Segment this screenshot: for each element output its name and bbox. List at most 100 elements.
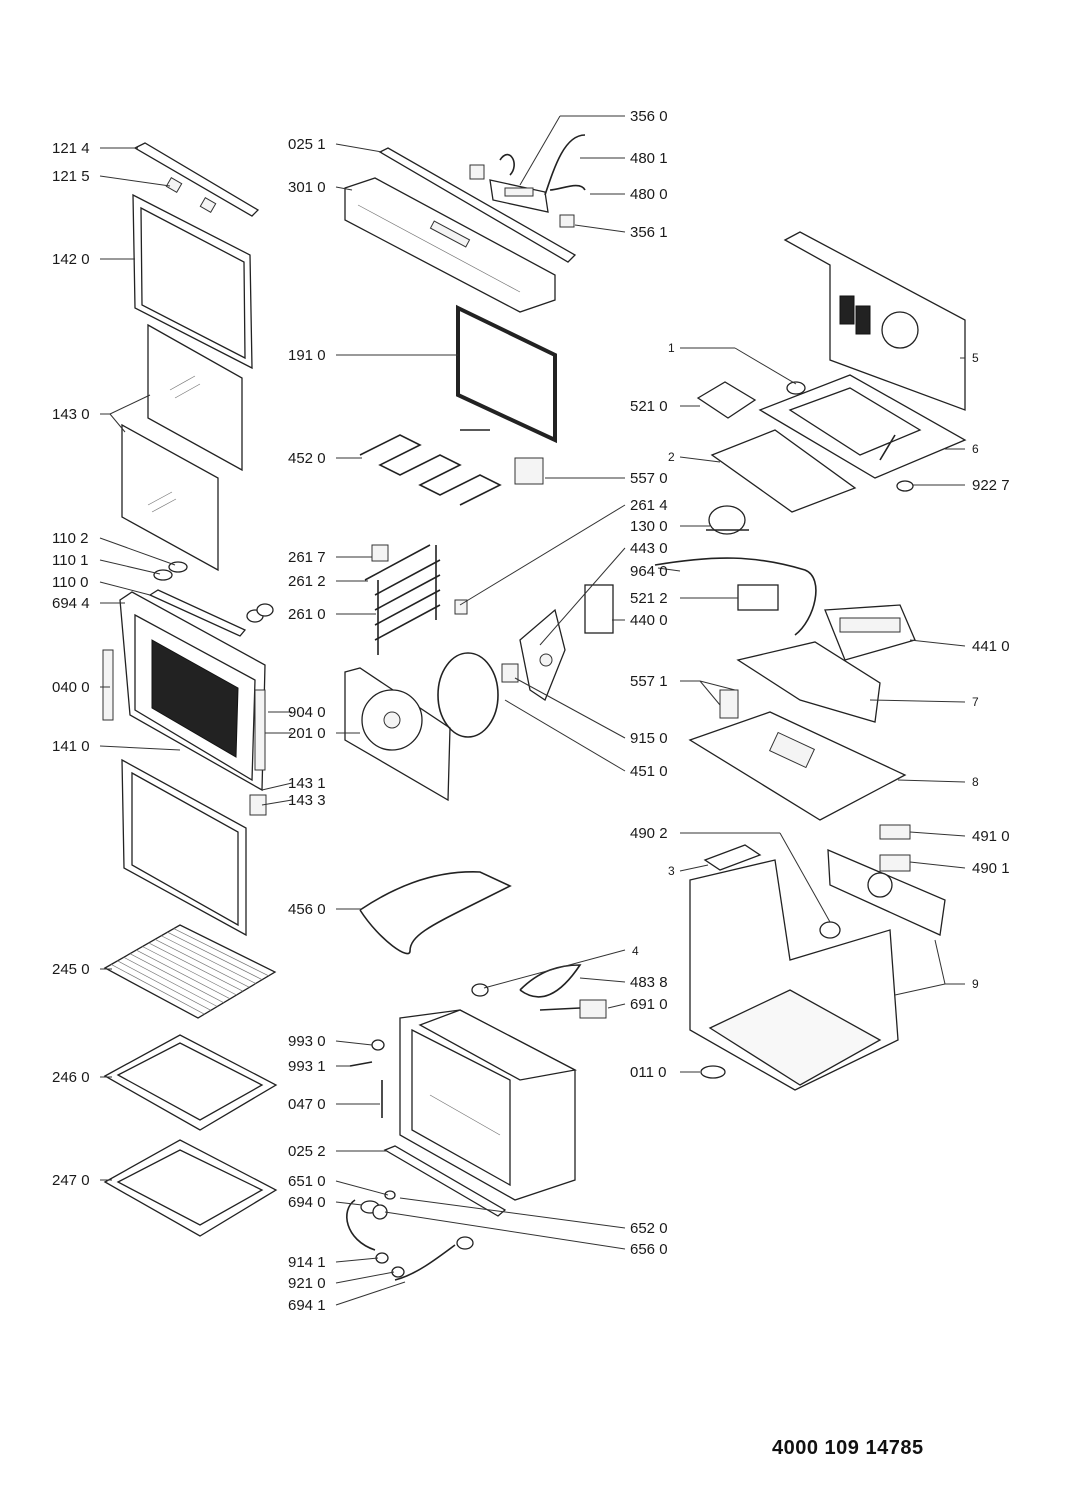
baking-tray [103,1034,278,1131]
shelf-wire [167,931,263,980]
small-part-1 [786,381,806,395]
foot-0110 [700,1065,726,1079]
shelf-wire [136,949,231,1000]
callout-4510: 451 0 [630,763,668,780]
callout-5212: 521 2 [630,590,668,607]
control-panel [344,177,556,313]
callout-1214: 121 4 [52,140,90,157]
callout-9227: 922 7 [972,477,1010,494]
callout-3561: 356 1 [630,224,668,241]
callout-4: 4 [632,944,639,958]
wire-shelf [103,924,277,1019]
callout-0251: 025 1 [288,136,326,153]
callout-1430: 143 0 [52,406,90,423]
callout-5571: 557 1 [630,673,668,690]
inner-glass-panel [121,423,219,572]
callout-0470: 047 0 [288,1096,326,1113]
callout-2460: 246 0 [52,1069,90,1086]
callout-5210: 521 0 [630,398,668,415]
callout-4800: 480 0 [630,186,668,203]
shelf-wire [142,946,237,996]
cavity-seal [383,1145,507,1217]
callout-4910: 491 0 [972,828,1010,845]
shelf-wire [173,928,269,977]
callout-2614: 261 4 [630,497,668,514]
callout-5570: 557 0 [630,470,668,487]
drip-pan [103,1139,278,1237]
base-plate [710,429,857,513]
fan-motor [706,505,749,535]
control-panel-trim [378,147,577,263]
callout-1420: 142 0 [52,251,90,268]
door-spacers [153,561,274,623]
callout-9141: 914 1 [288,1254,326,1271]
callout-1300: 130 0 [630,518,668,535]
callout-2450: 245 0 [52,961,90,978]
lower-element [359,871,512,955]
callout-6944: 694 4 [52,595,90,612]
callout-2010: 201 0 [288,725,326,742]
middle-glass-panel [147,323,243,472]
shelf-wire [123,956,218,1007]
fan-assembly [519,584,614,701]
callout-1102: 110 2 [52,530,88,547]
shelf-wire [161,935,256,984]
callout-6941: 694 1 [288,1297,326,1314]
callout-1: 1 [668,341,675,355]
callout-4410: 441 0 [972,638,1010,655]
callout-4902: 490 2 [630,825,668,842]
shelf-wire [154,939,250,988]
rear-panel [344,667,451,802]
callout-1100: 110 0 [52,574,88,591]
callout-6560: 656 0 [630,1241,668,1258]
fitting-6910 [539,999,607,1019]
callout-6940: 694 0 [288,1194,326,1211]
leader-lines [99,115,966,1306]
callout-5: 5 [972,351,979,365]
callout-7: 7 [972,695,979,709]
callout-1101: 110 1 [52,552,88,569]
top-cover-plate [688,711,907,821]
top-plate [758,374,967,479]
cable-4838 [471,964,582,998]
callout-2612: 261 2 [288,573,326,590]
outer-casing [689,848,946,1091]
inner-door-panel [121,758,247,937]
callout-6520: 652 0 [630,1220,668,1237]
door-top-trim [133,142,260,217]
part-3 [703,844,762,871]
callout-3010: 301 0 [288,179,326,196]
tangential-fan [654,557,817,636]
grill-element [359,429,502,506]
bracket-5571 [719,689,739,719]
thermostat-4902 [819,921,841,939]
callout-9: 9 [972,977,979,991]
callout-4838: 483 8 [630,974,668,991]
door-frame [102,591,267,816]
callout-1410: 141 0 [52,738,90,755]
callout-6910: 691 0 [630,996,668,1013]
shelf-wire [129,953,224,1003]
small-screws [349,1039,385,1118]
callout-4560: 456 0 [288,901,326,918]
air-duct [736,641,881,723]
programmer-module [469,134,586,228]
electronic-board [696,381,757,419]
back-cover [783,231,966,411]
callout-9040: 904 0 [288,704,326,721]
shelf-wire [117,960,211,1011]
callout-4400: 440 0 [630,612,668,629]
callout-6510: 651 0 [288,1173,326,1190]
callout-4430: 443 0 [630,540,668,557]
callout-2470: 247 0 [52,1172,90,1189]
callout-1433: 143 3 [288,792,326,809]
callout-1910: 191 0 [288,347,326,364]
callout-1215: 121 5 [52,168,90,185]
grill-bracket [514,457,544,485]
callout-labels: 121 4 121 5 142 0 143 0 110 2 110 1 110 … [52,108,1010,1314]
callout-9931: 993 1 [288,1058,326,1075]
callout-2610: 261 0 [288,606,326,623]
callout-0110: 011 0 [630,1064,666,1081]
callout-1431: 143 1 [288,775,326,792]
